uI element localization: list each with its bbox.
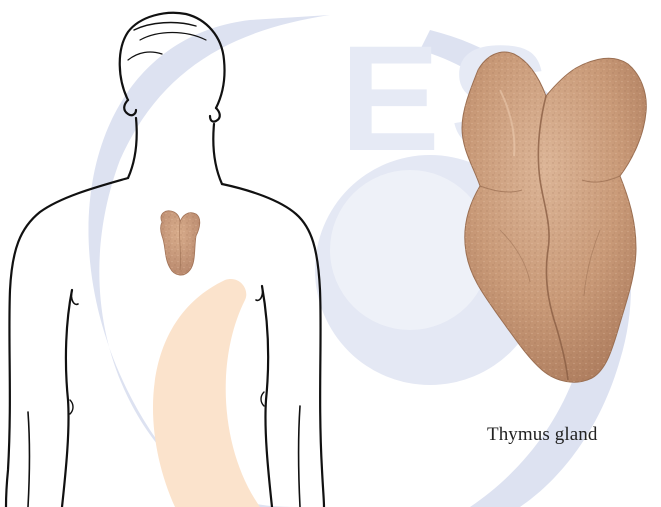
caption-label: Thymus gland — [487, 424, 597, 446]
svg-text:E: E — [340, 14, 440, 182]
thymus-in-chest-icon — [161, 211, 200, 275]
